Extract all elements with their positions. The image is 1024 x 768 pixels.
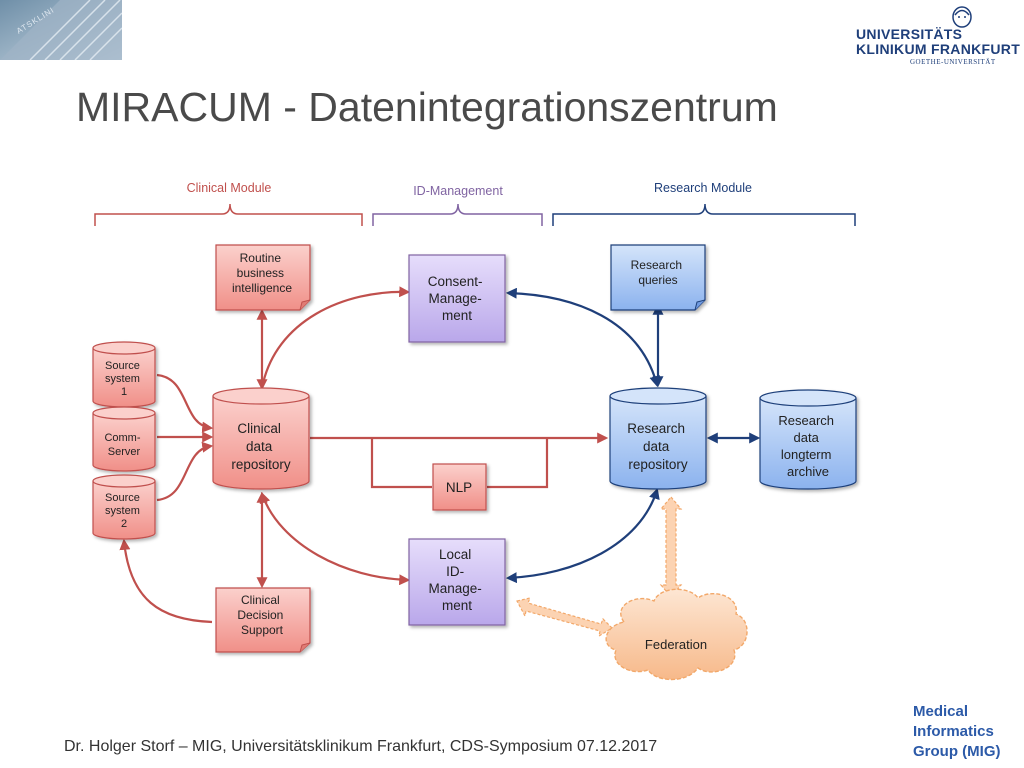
source-system-1-label: Source system 1 — [105, 360, 143, 398]
archive-line: longterm — [781, 447, 832, 462]
clinical-data-repository-label: Clinical data repository — [231, 421, 291, 472]
id-management-label: ID-Management — [413, 184, 503, 198]
routine-bi-node — [215, 244, 311, 311]
cds-line: Decision — [237, 608, 283, 622]
federation-cloud-node — [605, 588, 748, 681]
source-system-1-node — [92, 341, 156, 408]
clinical-data-repository-node — [212, 387, 310, 490]
research-data-repository-label: Research data repository — [627, 421, 689, 472]
research-archive-label: Research data longterm archive — [778, 413, 837, 479]
research-data-repository-node — [609, 387, 707, 490]
nlp-node — [432, 463, 487, 511]
comm-server-node — [92, 406, 156, 472]
consent-management-label: Consent- Manage- ment — [428, 274, 487, 323]
connector-cds-source2 — [119, 538, 213, 624]
source1-line: system — [105, 373, 140, 385]
source1-line: 1 — [121, 386, 127, 398]
logo-line3: GOETHE-UNIVERSITÄT — [910, 58, 996, 66]
federation-arrow-diagonal — [516, 597, 613, 638]
clinical-repo-line: data — [246, 439, 273, 454]
research-archive-node — [759, 389, 857, 490]
corner-photo: ATSKLINI — [0, 0, 122, 60]
routine-bi-label: Routine business intelligence — [232, 251, 292, 295]
research-repo-line: Research — [627, 421, 685, 436]
corner-photo-image — [0, 0, 122, 60]
research-queries-node — [610, 244, 706, 311]
clinical-module-brace — [94, 203, 363, 226]
archive-line: data — [794, 430, 820, 445]
goethe-portrait-icon — [952, 6, 972, 28]
consent-management-node — [408, 254, 506, 343]
archive-line: archive — [787, 464, 829, 479]
comm-server-label: Comm- Server — [104, 432, 143, 458]
connector-clinical-local-id — [259, 491, 411, 586]
mig-line: Medical — [913, 703, 969, 720]
mig-line: Group (MIG) — [913, 743, 1001, 760]
routine-bi-line: Routine — [240, 251, 282, 265]
research-module-label: Research Module — [654, 181, 752, 195]
mig-line: Informatics — [913, 723, 994, 740]
consent-line: Manage- — [428, 291, 481, 306]
slide-title: MIRACUM - Datenintegrationszentrum — [76, 84, 778, 130]
nlp-label: NLP — [446, 480, 472, 495]
mig-label: Medical Informatics Group (MIG) — [913, 702, 1000, 762]
research-repo-line: data — [643, 439, 670, 454]
university-logo: UNIVERSITÄTS KLINIKUM FRANKFURT GOETHE-U… — [850, 6, 1021, 66]
cds-line: Clinical — [241, 593, 280, 607]
source2-line: Source — [105, 492, 140, 504]
connector-source2-clinical — [156, 441, 214, 502]
id-management-brace — [372, 203, 543, 226]
connector-consent-research — [505, 287, 661, 388]
routine-bi-line: intelligence — [232, 281, 292, 295]
archive-line: Research — [778, 413, 834, 428]
source1-line: Source — [105, 360, 140, 372]
consent-line: ment — [442, 308, 472, 323]
connector-clinical-consent — [260, 286, 411, 389]
source-system-2-label: Source system 2 — [105, 492, 143, 530]
connector-nlp-loop — [370, 438, 549, 489]
local-id-line: Manage- — [428, 581, 481, 596]
comm-server-line: Comm- — [104, 432, 140, 444]
local-id-management-node — [408, 538, 506, 626]
connector-research-local-id — [505, 487, 660, 584]
source2-line: system — [105, 505, 140, 517]
local-id-line: ment — [442, 598, 472, 613]
federation-label: Federation — [645, 637, 707, 652]
local-id-management-label: Local ID- Manage- ment — [428, 547, 485, 613]
local-id-line: Local — [439, 547, 471, 562]
source-system-2-node — [92, 474, 156, 540]
connector-source1-clinical — [156, 373, 214, 433]
research-queries-line: queries — [638, 273, 677, 287]
research-queries-label: Research queries — [631, 258, 686, 287]
nlp-line: NLP — [446, 480, 472, 495]
federation-arrow-vertical — [659, 496, 683, 598]
clinical-repo-line: repository — [231, 457, 291, 472]
research-queries-line: Research — [631, 258, 682, 272]
clinical-decision-support-label: Clinical Decision Support — [237, 593, 286, 637]
routine-bi-line: business — [237, 266, 284, 280]
logo-line2: KLINIKUM FRANKFURT — [856, 41, 1021, 57]
logo-line1: UNIVERSITÄTS — [856, 26, 963, 42]
federation-line: Federation — [645, 637, 707, 652]
local-id-line: ID- — [446, 564, 464, 579]
research-repo-line: repository — [628, 457, 688, 472]
cds-line: Support — [241, 623, 284, 637]
research-module-brace — [552, 203, 856, 226]
clinical-module-label: Clinical Module — [187, 181, 272, 195]
clinical-decision-support-node — [215, 587, 311, 653]
source2-line: 2 — [121, 518, 127, 530]
comm-server-line: Server — [108, 446, 141, 458]
clinical-repo-line: Clinical — [237, 421, 281, 436]
consent-line: Consent- — [428, 274, 483, 289]
slide-footer: Dr. Holger Storf – MIG, Universitätsklin… — [64, 738, 658, 755]
